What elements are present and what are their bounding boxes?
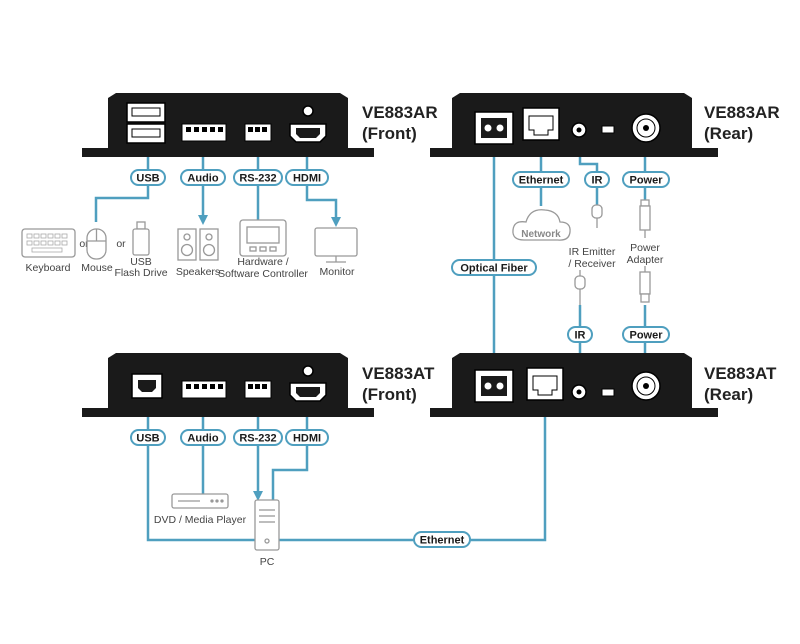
rx-rs232-pill: RS-232: [233, 169, 283, 186]
rx-usb-pill: USB: [130, 169, 166, 186]
rx-front-unit: VE883AR (Front): [82, 93, 438, 157]
svg-text:IR: IR: [592, 175, 603, 187]
or-label: or: [116, 238, 126, 250]
svg-text:Power: Power: [629, 175, 663, 187]
rx-front-model: VE883AR: [362, 103, 438, 122]
network-label: Network: [521, 229, 561, 240]
controller-label-2: Software Controller: [218, 268, 308, 280]
tx-rs232-pill: RS-232: [233, 429, 283, 446]
svg-text:RS-232: RS-232: [239, 433, 276, 445]
power-adapter-icon: [639, 199, 651, 303]
rx-ethernet-pill: Ethernet: [512, 171, 570, 188]
or-label: or: [79, 238, 89, 250]
dvd-player-icon: [171, 493, 229, 509]
tx-front-model: VE883AT: [362, 364, 435, 383]
svg-text:HDMI: HDMI: [293, 433, 321, 445]
mouse-icon: [86, 228, 107, 260]
svg-text:Ethernet: Ethernet: [420, 535, 465, 547]
keyboard-label: Keyboard: [26, 262, 71, 274]
keyboard-icon: [21, 228, 76, 258]
connection-lines: [94, 140, 647, 542]
usb-flash-label-2: Flash Drive: [114, 267, 167, 279]
svg-text:USB: USB: [136, 173, 159, 185]
ir-emitter-icon: [574, 204, 603, 305]
speakers-icon: [177, 228, 219, 261]
rx-audio-pill: Audio: [180, 169, 226, 186]
rx-power-pill: Power: [622, 171, 670, 188]
rx-hdmi-pill: HDMI: [285, 169, 329, 186]
usb-flash-label-1: USB: [130, 256, 152, 268]
rx-front-side: (Front): [362, 124, 417, 143]
tx-rear-model: VE883AT: [704, 364, 777, 383]
pc-tower-icon: [254, 499, 280, 551]
svg-text:USB: USB: [136, 433, 159, 445]
tx-front-side: (Front): [362, 385, 417, 404]
svg-text:RS-232: RS-232: [239, 173, 276, 185]
rx-rear-port-labels: Ethernet IR Power: [512, 171, 670, 188]
monitor-label: Monitor: [319, 266, 355, 278]
network-cloud-icon: [512, 209, 571, 241]
ir-emitter-label-2: / Receiver: [568, 258, 616, 270]
svg-text:IR: IR: [575, 330, 586, 342]
rx-rear-unit: VE883AR (Rear): [430, 93, 780, 157]
power-adapter-label-2: Adapter: [627, 254, 664, 266]
tx-rear-side: (Rear): [704, 385, 753, 404]
tx-front-unit: VE883AT (Front): [82, 353, 435, 417]
tx-front-port-labels: USB Audio RS-232 HDMI: [130, 429, 329, 446]
speakers-label: Speakers: [176, 266, 220, 278]
tx-rear-port-labels: IR Power: [567, 326, 670, 343]
controller-icon: [239, 219, 287, 257]
rx-rear-model: VE883AR: [704, 103, 780, 122]
pc-label: PC: [260, 556, 275, 568]
tx-power-pill: Power: [622, 326, 670, 343]
optical-fiber-pill: Optical Fiber: [451, 259, 537, 276]
tx-audio-pill: Audio: [180, 429, 226, 446]
rx-ir-pill: IR: [584, 171, 610, 188]
usb-flash-drive-icon: [132, 221, 150, 256]
tx-ir-pill: IR: [567, 326, 593, 343]
svg-text:Audio: Audio: [187, 433, 218, 445]
rx-rear-side: (Rear): [704, 124, 753, 143]
tx-hdmi-pill: HDMI: [285, 429, 329, 446]
ethernet-link-pill: Ethernet: [413, 531, 471, 548]
monitor-icon: [314, 227, 358, 263]
svg-text:Audio: Audio: [187, 173, 218, 185]
tx-rear-unit: VE883AT (Rear): [430, 353, 777, 417]
ir-emitter-label-1: IR Emitter: [569, 246, 616, 258]
svg-text:Optical Fiber: Optical Fiber: [460, 263, 528, 275]
controller-label-1: Hardware /: [237, 256, 288, 268]
tx-usb-pill: USB: [130, 429, 166, 446]
svg-text:Power: Power: [629, 330, 663, 342]
mouse-label: Mouse: [81, 262, 113, 274]
dvd-label: DVD / Media Player: [154, 514, 247, 526]
svg-text:Ethernet: Ethernet: [519, 175, 564, 187]
rx-front-port-labels: USB Audio RS-232 HDMI: [130, 169, 329, 186]
svg-text:HDMI: HDMI: [293, 173, 321, 185]
power-adapter-label-1: Power: [630, 242, 660, 254]
